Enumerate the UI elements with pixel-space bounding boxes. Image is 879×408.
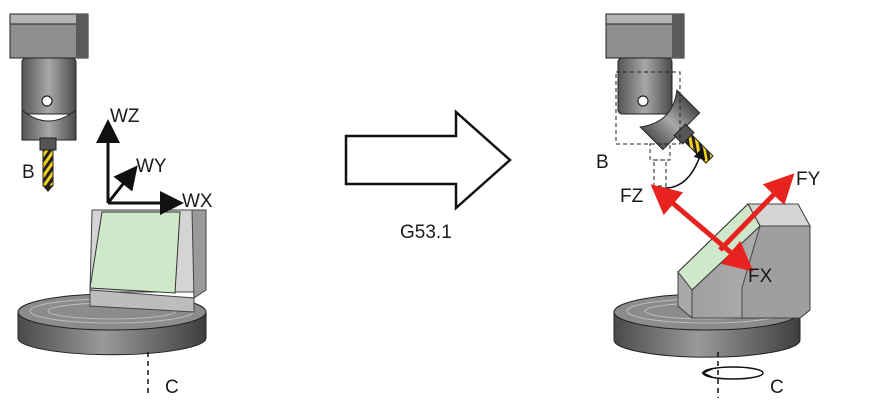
fy-label: FY bbox=[796, 169, 821, 190]
wy-axis-arrow bbox=[106, 165, 138, 204]
work-axes bbox=[96, 119, 184, 215]
wy-label: WY bbox=[136, 156, 167, 177]
c-rotation-ellipse bbox=[702, 366, 764, 380]
fy-axis-arrow bbox=[718, 173, 795, 252]
right-machine: FY FX FZ B C bbox=[596, 13, 821, 398]
g53-1-command-label: G53.1 bbox=[400, 222, 452, 243]
b-axis-label: B bbox=[22, 162, 35, 183]
feature-axes bbox=[650, 173, 795, 272]
wz-label: WZ bbox=[110, 106, 140, 127]
wx-label: WX bbox=[182, 191, 213, 212]
arrow-right-icon bbox=[344, 109, 512, 211]
machine-head-icon bbox=[9, 13, 89, 192]
c-axis-label: C bbox=[165, 377, 179, 398]
machine-head-icon bbox=[605, 13, 714, 189]
b-axis-label: B bbox=[596, 152, 609, 173]
left-machine: WZ WY WX B C bbox=[9, 13, 213, 398]
workpiece-icon bbox=[89, 209, 207, 313]
fz-axis-arrow bbox=[650, 184, 754, 272]
fz-label: FZ bbox=[620, 186, 644, 207]
c-axis-label: C bbox=[770, 377, 784, 398]
workpiece-icon bbox=[677, 203, 811, 320]
fx-label: FX bbox=[748, 266, 773, 287]
